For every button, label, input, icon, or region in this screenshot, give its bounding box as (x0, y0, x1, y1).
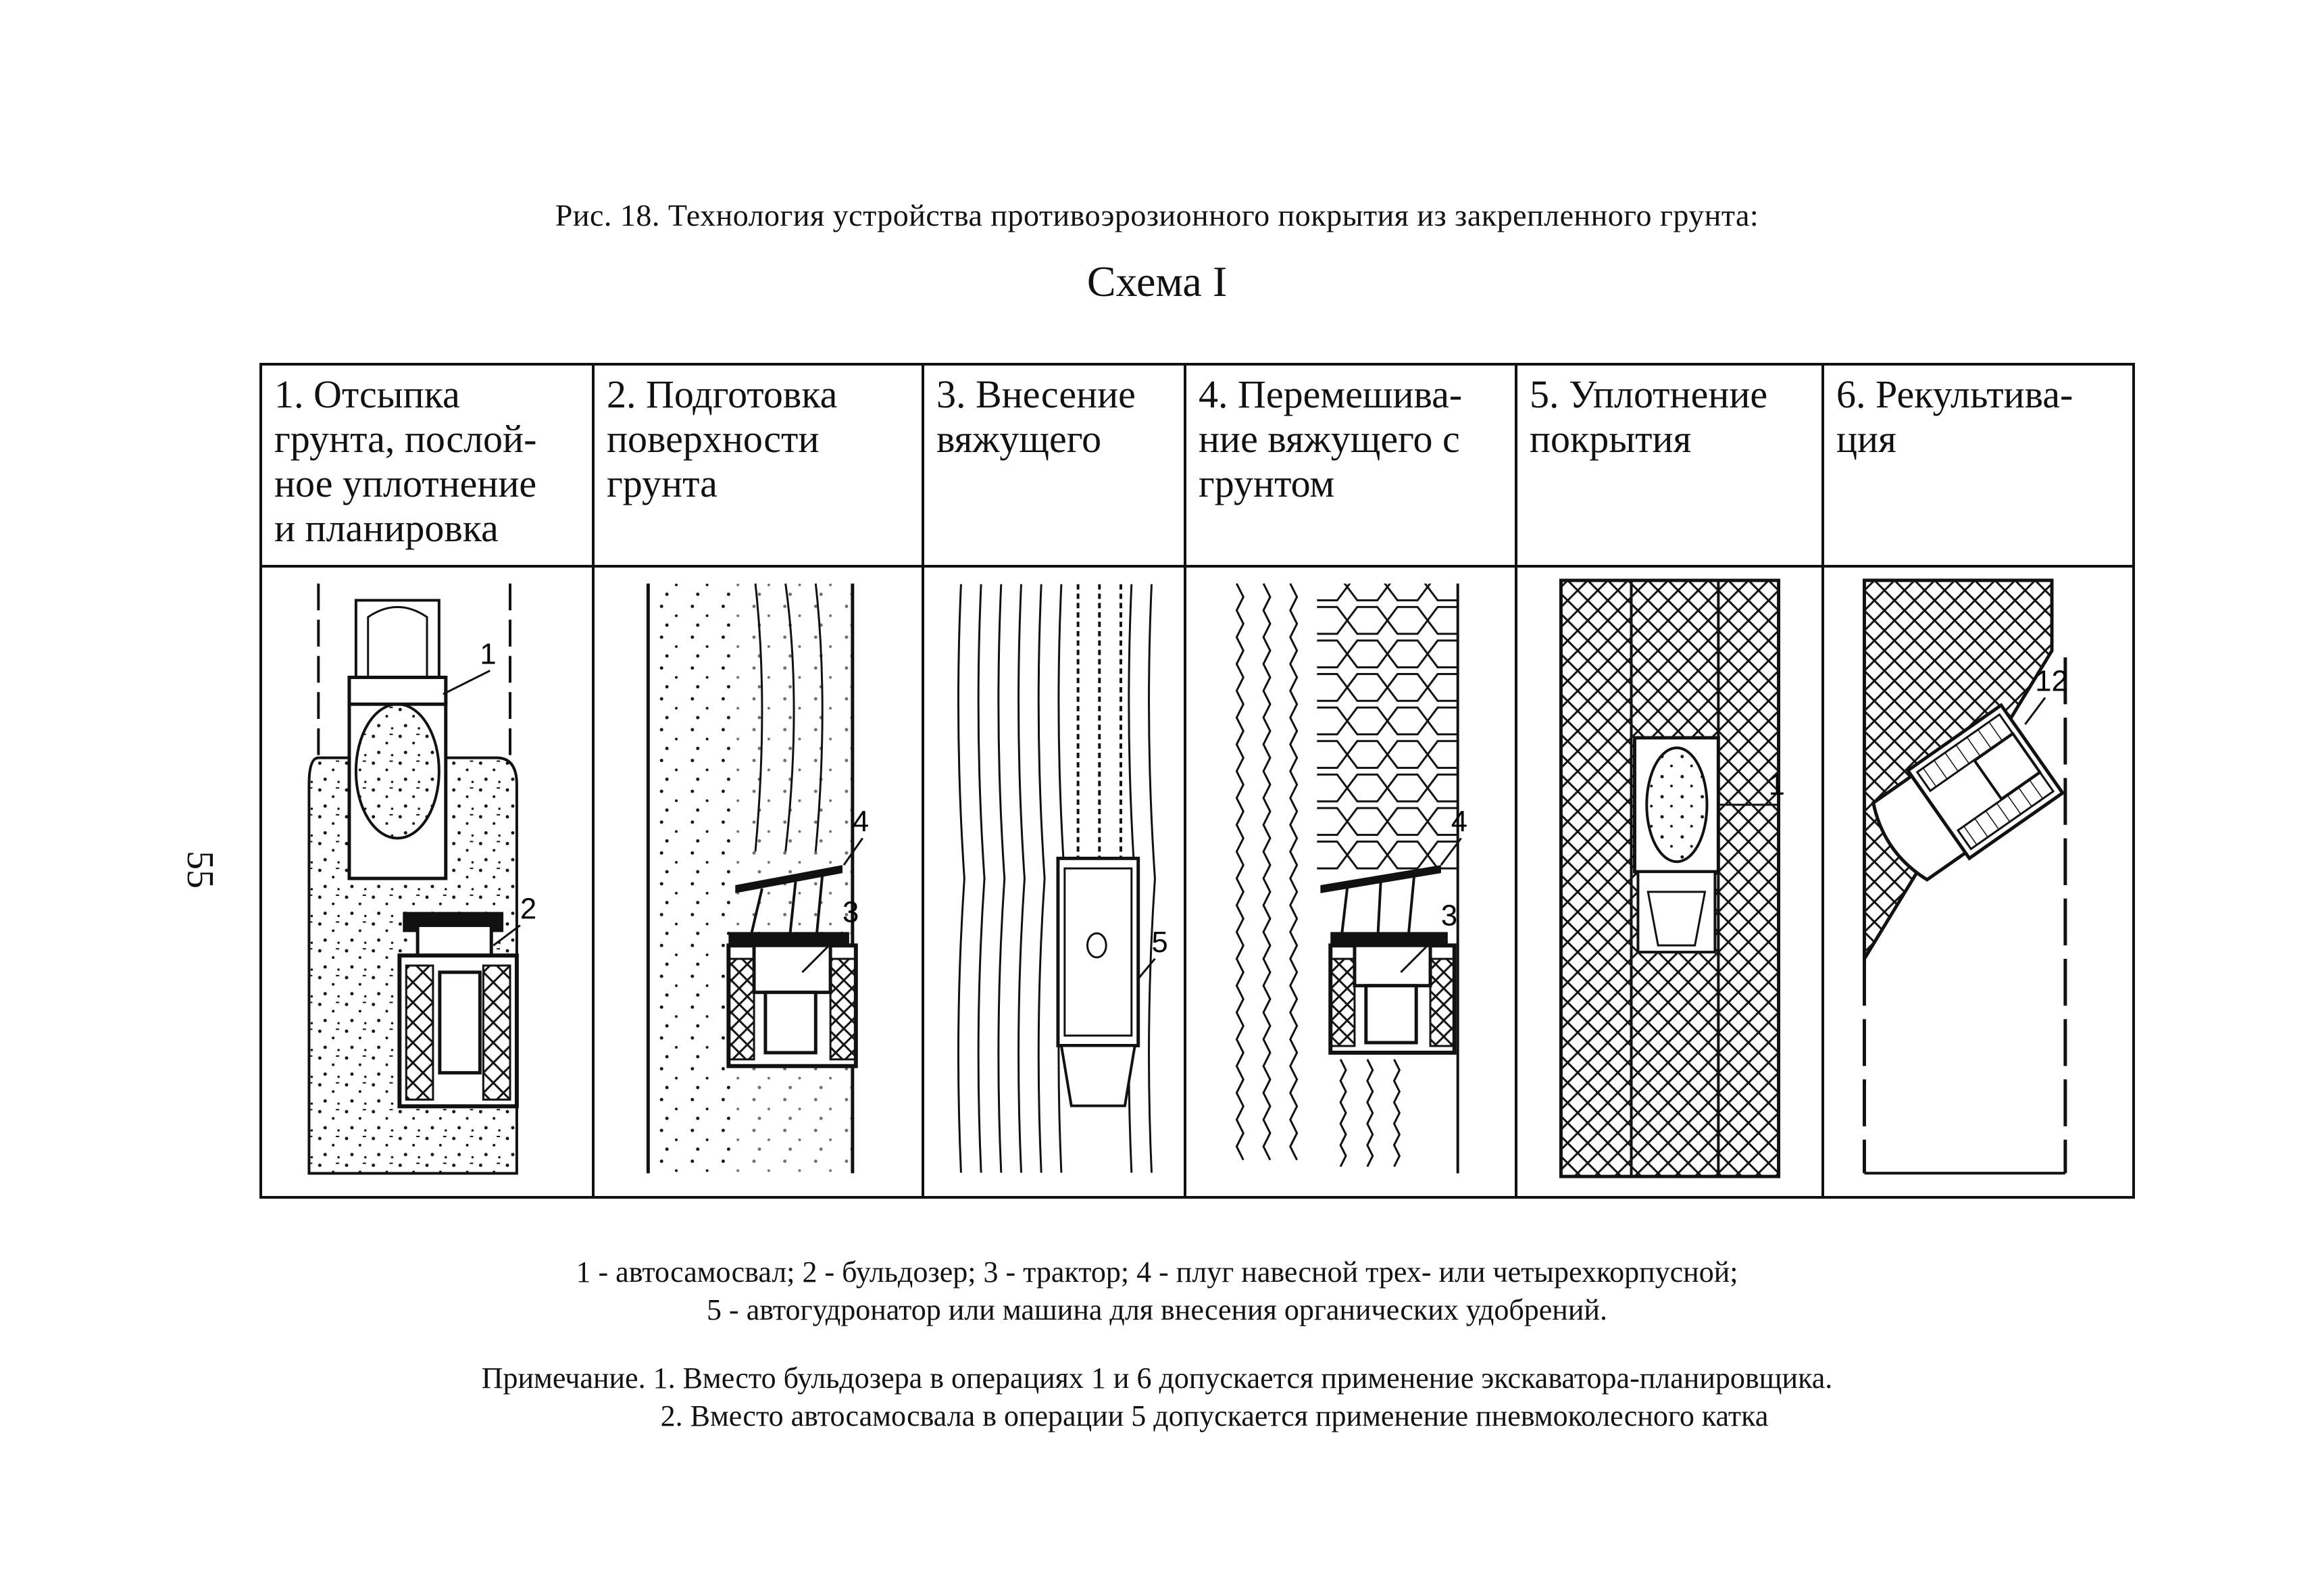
callout-number: 4 (1451, 805, 1467, 839)
callout-number: 3 (1441, 899, 1457, 932)
step-5-drawing: 1 (1559, 578, 1785, 1178)
figure-title: Рис. 18. Технология устройства противоэр… (555, 198, 1759, 232)
step-header-line: 1. Отсыпка (274, 372, 460, 416)
callout-number: 3 (842, 897, 859, 929)
callout-number: 1 (1769, 769, 1785, 801)
step-header-line: 6. Рекультива- (1836, 372, 2073, 416)
page-number: 55 (179, 851, 221, 889)
zigzag-soil-lines-lower (1339, 1059, 1401, 1168)
note-line: Примечание. 1. Вместо бульдозера в опера… (481, 1362, 1833, 1395)
legend: 1 - автосамосвал; 2 - бульдозер; 3 - тра… (0, 1253, 2314, 1329)
step-3-header: 3. Внесение вяжущего (922, 363, 1186, 568)
step-3-illustration: 5 (922, 565, 1186, 1199)
dump-truck-icon (1632, 736, 1720, 954)
process-table: 1. Отсыпка грунта, послой- ное уплотнени… (259, 363, 2135, 1199)
step-3-drawing: 5 (957, 584, 1168, 1173)
step-header-line: грунта (607, 462, 718, 505)
step-6-header: 6. Рекультива- ция (1821, 363, 2135, 568)
step-header-line: грунта, послой- (274, 417, 537, 461)
scheme-title: Схема I (1086, 257, 1228, 305)
note-line: 2. Вместо автосамосвала в операции 5 доп… (660, 1399, 1769, 1432)
zigzag-soil-lines (1235, 582, 1299, 1161)
binder-truck-icon (1056, 856, 1140, 1107)
step-header-line: ние вяжущего с (1199, 417, 1460, 461)
step-1-drawing: 1 2 (307, 583, 536, 1175)
step-1-header: 1. Отсыпка грунта, послой- ное уплотнени… (259, 363, 595, 568)
step-4-header: 4. Перемешива- ние вяжущего с грунтом (1184, 363, 1517, 568)
binder-stripes (1076, 584, 1122, 859)
step-6-drawing: 12 (1863, 578, 2068, 1175)
tractor-icon (726, 932, 858, 1068)
bulldozer-icon (397, 912, 519, 1109)
bulldozer-icon (1871, 703, 2065, 882)
callout-number: 12 (2035, 665, 2068, 697)
step-header-line: ное уплотнение (274, 462, 537, 505)
step-header-line: вяжущего (936, 417, 1102, 461)
step-2-illustration: 4 3 (592, 565, 924, 1199)
mixed-soil-area (1317, 583, 1458, 872)
wavy-soil-lines (957, 584, 1156, 1173)
loose-soil-area (649, 583, 737, 1174)
step-5-header: 5. Уплотнение покрытия (1515, 363, 1824, 568)
step-4-drawing: 4 3 (1235, 582, 1467, 1174)
illustration-row: 1 2 (259, 565, 2135, 1199)
step-header-line: и планировка (274, 506, 499, 550)
dump-truck-icon (347, 599, 448, 880)
step-header-line: грунтом (1199, 462, 1335, 505)
legend-line: 1 - автосамосвал; 2 - бульдозер; 3 - тра… (576, 1255, 1738, 1289)
header-row: 1. Отсыпка грунта, послой- ное уплотнени… (259, 363, 2135, 568)
step-header-line: 2. Подготовка (607, 372, 838, 416)
note: Примечание. 1. Вместо бульдозера в опера… (0, 1360, 2314, 1435)
legend-line: 5 - автогудронатор или машина для внесен… (707, 1293, 1607, 1326)
callout-number: 4 (853, 806, 869, 839)
step-header-line: покрытия (1530, 417, 1692, 461)
step-5-illustration: 1 (1515, 565, 1824, 1199)
step-header-line: 4. Перемешива- (1199, 372, 1463, 416)
step-4-illustration: 4 3 (1184, 565, 1517, 1199)
furrow-lines (754, 583, 824, 852)
step-1-illustration: 1 2 (259, 565, 595, 1199)
step-header-line: 5. Уплотнение (1530, 372, 1768, 416)
step-6-illustration: 12 (1821, 565, 2135, 1199)
callout-number: 5 (1151, 926, 1167, 959)
step-header-line: 3. Внесение (936, 372, 1136, 416)
callout-number: 1 (480, 638, 496, 671)
step-2-drawing: 4 3 (646, 583, 869, 1174)
callout-number: 2 (520, 893, 536, 926)
step-2-header: 2. Подготовка поверхности грунта (592, 363, 924, 568)
tractor-icon (1328, 932, 1457, 1055)
step-header-line: ция (1836, 417, 1896, 461)
step-header-line: поверхности (607, 417, 820, 461)
